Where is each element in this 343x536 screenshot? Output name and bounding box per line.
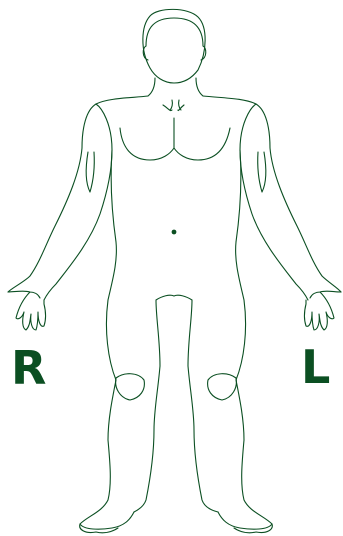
right-arm-inner xyxy=(44,150,112,300)
left-side-label: L xyxy=(301,344,330,390)
left-bicep xyxy=(258,152,266,192)
torso-left-side xyxy=(236,150,244,300)
right-arm-outer xyxy=(8,104,96,292)
left-arm-inner xyxy=(240,150,308,300)
right-side-label: R xyxy=(11,345,46,391)
neck-left xyxy=(196,78,203,96)
inner-legs xyxy=(134,295,218,512)
right-leg-outer xyxy=(80,300,134,529)
collarbone xyxy=(163,100,184,111)
left-hand xyxy=(305,291,342,330)
right-bicep xyxy=(86,152,94,192)
left-knee xyxy=(208,374,237,400)
right-knee xyxy=(116,374,145,400)
right-deltoid xyxy=(96,104,112,150)
left-leg-outer xyxy=(218,300,272,529)
torso-right-side xyxy=(108,150,116,300)
hairline xyxy=(146,18,203,46)
navel xyxy=(172,230,177,235)
left-deltoid xyxy=(240,104,256,150)
neck-right xyxy=(148,78,155,96)
left-arm-outer xyxy=(256,104,341,292)
right-hand xyxy=(8,291,46,330)
shoulder-line xyxy=(96,96,256,104)
head-outline xyxy=(143,9,205,83)
chest xyxy=(120,128,230,160)
